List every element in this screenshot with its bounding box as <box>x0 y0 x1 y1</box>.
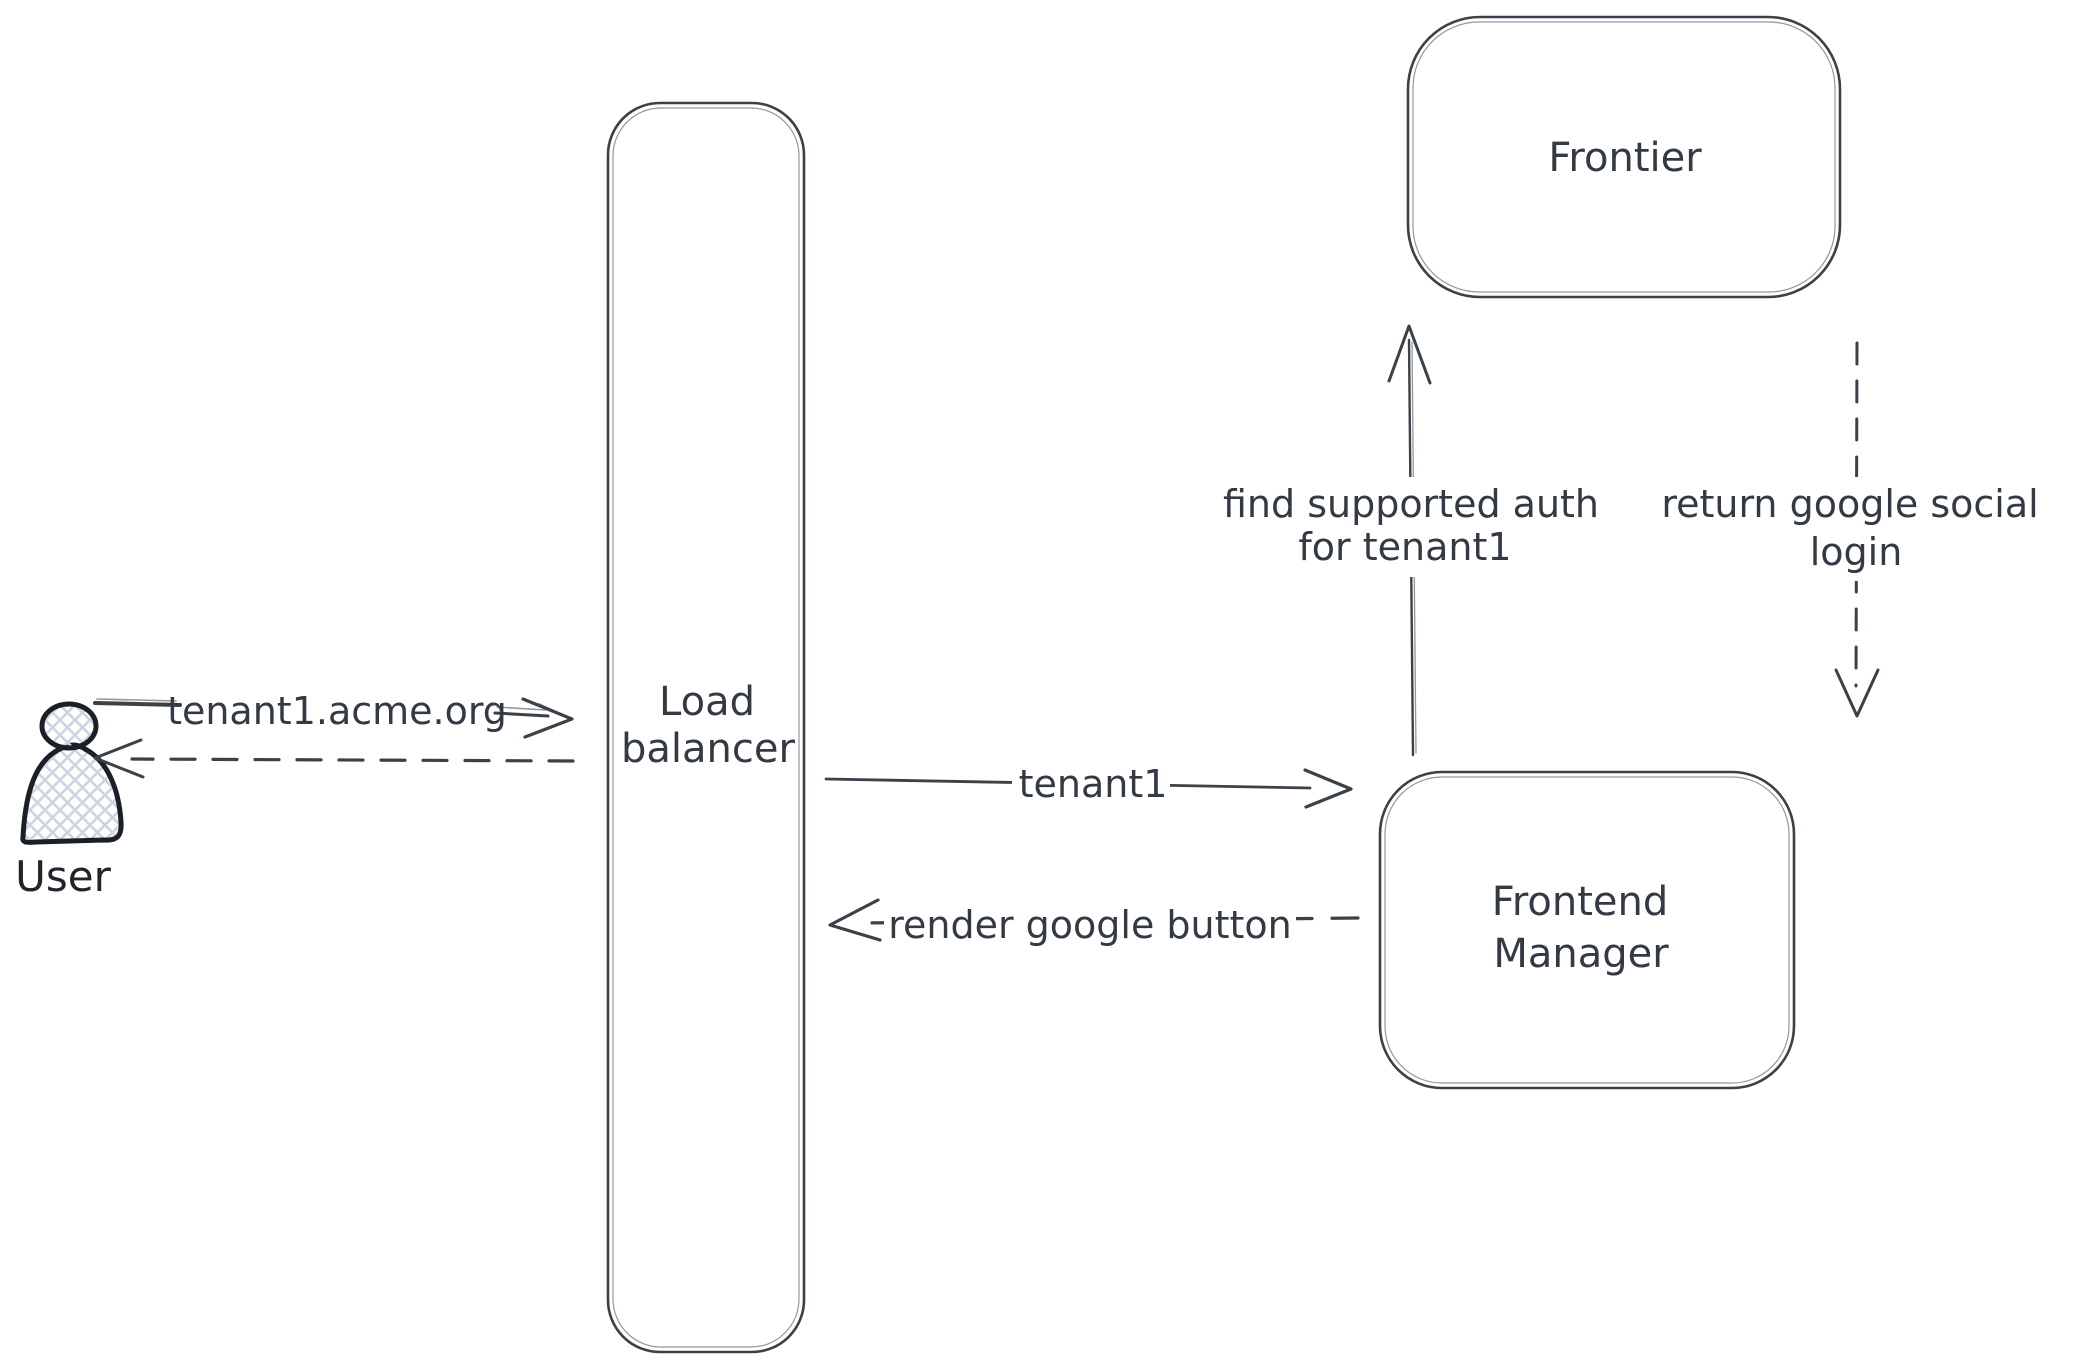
edge-label-find-supported-auth-line1: find supported auth <box>1223 482 1599 526</box>
frontend-manager-box <box>1378 770 1796 1090</box>
arrowhead-right-icon-echo <box>538 703 572 732</box>
arrowhead-up-icon <box>1387 324 1432 385</box>
arrowhead-right-icon-echo <box>1316 774 1351 804</box>
edge-frontend-manager-to-frontier: find supported auth for tenant1 <box>1205 324 1615 757</box>
edge-label-background <box>1205 477 1615 577</box>
frontend-manager-box-sketch-echo <box>1384 776 1790 1084</box>
edge-line-end-echo <box>496 706 546 711</box>
node-frontier: Frontier <box>1406 15 1842 299</box>
edge-line-start <box>93 701 182 707</box>
edge-load-balancer-to-user <box>93 738 575 779</box>
frontier-box <box>1406 15 1842 299</box>
load-balancer-box <box>606 101 806 1354</box>
load-balancer-label-line1: Load <box>659 679 755 725</box>
edge-load-balancer-to-frontend-manager: tenant1 <box>824 758 1353 809</box>
frontend-manager-label-line2: Manager <box>1493 931 1669 977</box>
edge-label-background <box>1652 477 2048 581</box>
person-icon <box>20 701 124 845</box>
edge-user-to-load-balancer: tenant1.acme.org <box>93 689 574 739</box>
arrowhead-down-icon <box>1834 668 1880 718</box>
edge-label-background <box>884 890 1296 956</box>
frontier-label: Frontier <box>1548 135 1702 181</box>
edge-label-tenant1: tenant1 <box>1019 762 1168 806</box>
user-actor: User <box>15 701 124 901</box>
edge-label-background <box>1012 758 1170 804</box>
load-balancer-label-line2: balancer <box>621 726 795 772</box>
edge-frontend-manager-to-load-balancer: render google button <box>828 890 1360 956</box>
edge-frontier-to-frontend-manager: return google social login <box>1652 341 2048 718</box>
edge-line-start-echo <box>96 698 177 702</box>
arrowhead-left-icon <box>828 898 882 942</box>
person-body <box>20 742 124 845</box>
frontend-manager-label-line1: Frontend <box>1492 879 1669 925</box>
edge-label-render-google-button: render google button <box>888 903 1292 947</box>
diagram: Load balancer Frontier Frontend Manager … <box>15 15 2048 1354</box>
edge-label-tenant1-acme-org: tenant1.acme.org <box>167 689 507 733</box>
load-balancer-box-sketch-echo <box>612 107 800 1348</box>
edge-dashed-line <box>130 757 575 763</box>
node-frontend-manager: Frontend Manager <box>1378 770 1796 1090</box>
user-label: User <box>15 852 111 901</box>
frontier-box-sketch-echo <box>1412 21 1836 293</box>
edge-label-return-google-social-line1: return google social <box>1661 482 2038 526</box>
arrowhead-left-icon <box>93 738 145 779</box>
edge-line-end <box>493 711 550 718</box>
person-head <box>39 701 99 751</box>
node-load-balancer: Load balancer <box>606 101 806 1354</box>
edge-label-find-supported-auth-line2: for tenant1 <box>1298 525 1511 569</box>
edge-label-return-google-social-line2: login <box>1810 530 1903 574</box>
